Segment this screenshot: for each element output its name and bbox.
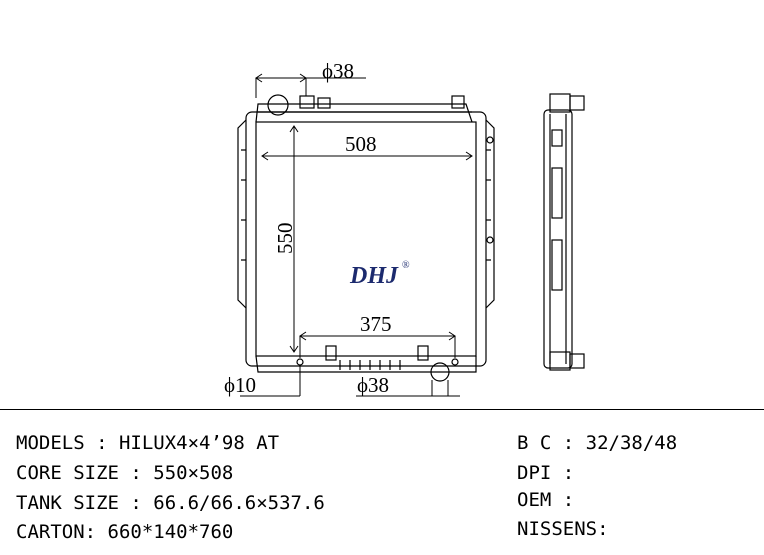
svg-text:®: ®	[402, 260, 410, 271]
dimension-inlet-diameter: ϕ38	[322, 59, 354, 83]
radiator-side-view	[543, 93, 585, 371]
radiator-front-view	[237, 94, 495, 382]
radiator-technical-drawing: ϕ38 508 550 375 ϕ10 ϕ38 DHJ ®	[224, 59, 585, 397]
spec-carton: CARTON: 660*140*760	[16, 521, 234, 543]
dimension-lines	[240, 73, 473, 397]
spec-nissens: NISSENS:	[517, 518, 609, 540]
spec-bc: B C : 32/38/48	[517, 432, 678, 454]
spec-tank-size: TANK SIZE : 66.6/66.6×537.6	[16, 492, 325, 514]
section-divider	[0, 409, 764, 410]
spec-core-size: CORE SIZE : 550×508	[16, 462, 234, 484]
dhj-logo: DHJ ®	[349, 260, 410, 289]
svg-text:DHJ: DHJ	[349, 263, 399, 289]
spec-models: MODELS : HILUX4×4’98 AT	[16, 432, 280, 454]
dimension-outlet-diameter: ϕ38	[357, 373, 389, 397]
dimension-lower-span: 375	[360, 312, 392, 336]
dimension-core-width: 508	[345, 132, 377, 156]
spec-oem: OEM :	[517, 489, 575, 511]
dimension-core-height: 550	[273, 223, 297, 255]
spec-dpi: DPI :	[517, 462, 575, 484]
dimension-drain-diameter: ϕ10	[224, 373, 256, 397]
